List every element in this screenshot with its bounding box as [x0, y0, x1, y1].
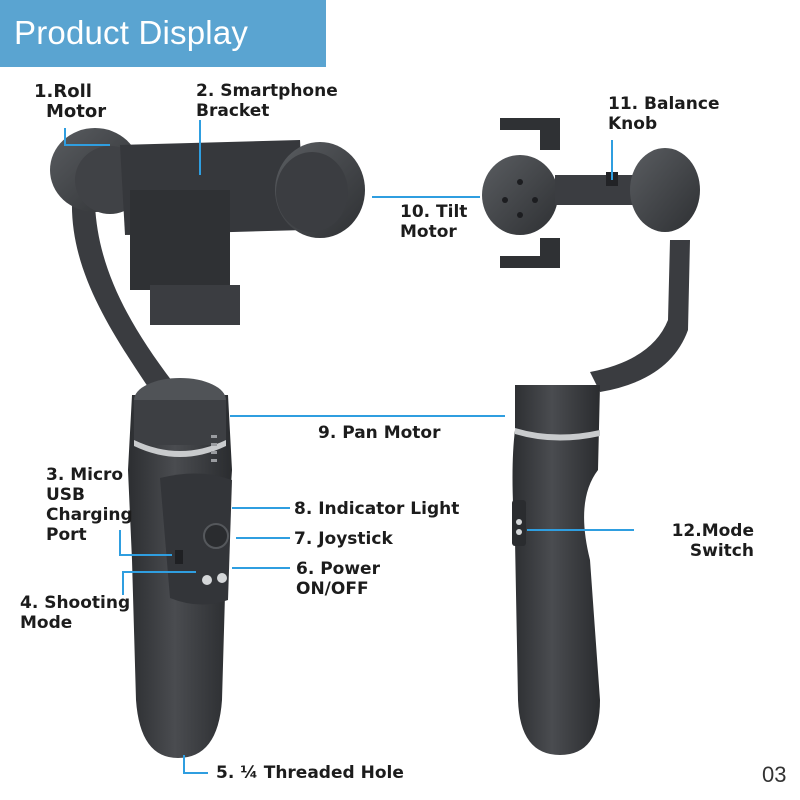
front-gimbal: [50, 128, 365, 758]
label-pan-motor: 9. Pan Motor: [318, 423, 441, 443]
header-banner: Product Display: [0, 0, 326, 67]
label-mode-switch: 12.Mode Switch: [671, 521, 754, 561]
label-micro-usb: 3. Micro USB Charging Port: [46, 465, 133, 545]
label-joystick: 7. Joystick: [294, 529, 393, 549]
leader-shooting-mode: [122, 571, 196, 595]
side-gimbal: [482, 118, 700, 755]
leader-threaded-hole: [183, 755, 208, 774]
page-title: Product Display: [14, 14, 249, 51]
label-balance-knob: 11. Balance Knob: [608, 94, 720, 134]
leader-lines: [64, 120, 634, 774]
label-phone-bracket: 2. Smartphone Bracket: [196, 81, 338, 121]
joystick-knob: [203, 523, 229, 549]
label-power: 6. Power ON/OFF: [296, 559, 380, 599]
side-tilt-motor: [482, 155, 558, 235]
label-tilt-motor: 10. Tilt Motor: [400, 202, 468, 242]
page-number: 03: [762, 762, 787, 787]
label-threaded-hole: 5. ¼ Threaded Hole: [216, 763, 404, 783]
side-clamp-bottom: [500, 238, 560, 268]
side-roll-motor: [630, 148, 700, 232]
side-arm: [590, 240, 690, 392]
side-handle: [512, 385, 600, 755]
label-roll-motor: 1.Roll Motor: [34, 81, 107, 122]
side-clamp-top: [500, 118, 560, 150]
label-shooting-mode: 4. Shooting Mode: [20, 593, 131, 633]
front-arm: [71, 200, 175, 390]
label-indicator-light: 8. Indicator Light: [294, 499, 460, 519]
leader-usb-port: [119, 530, 172, 556]
leader-roll-motor: [64, 128, 110, 146]
